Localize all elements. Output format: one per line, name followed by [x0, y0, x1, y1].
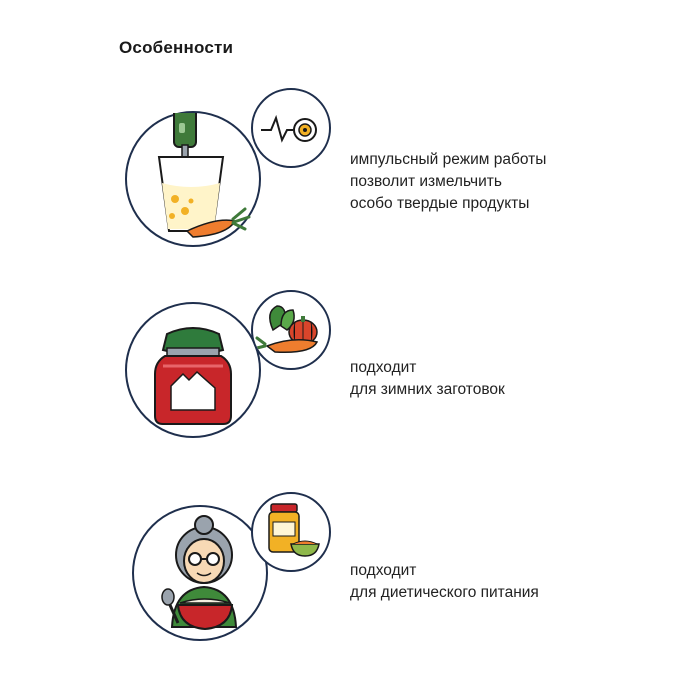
feature-line: для диетического питания — [350, 584, 539, 601]
feature-line: позволит измельчить — [350, 173, 502, 190]
feature-badge-circle — [251, 88, 331, 168]
feature-description: подходит для диетического питания — [350, 560, 539, 604]
feature-pulse-mode: импульсный режим работы позволит измельч… — [0, 0, 700, 247]
feature-illustration-circle — [125, 111, 261, 247]
feature-illustration-circle — [125, 302, 261, 438]
page-title: Особенности — [119, 38, 234, 57]
preserve-jar-icon — [154, 327, 232, 425]
feature-description: импульсный режим работы позволит измельч… — [350, 149, 546, 215]
grandmother-bowl-icon — [161, 515, 238, 631]
feature-line: импульсный режим работы — [350, 151, 547, 168]
feature-diet-nutrition: подходит для диетического питания — [0, 0, 700, 641]
feature-badge-circle — [251, 492, 331, 572]
feature-line: подходит — [350, 562, 417, 579]
hand-blender-carrot-icon — [157, 113, 251, 238]
pulse-target-icon — [261, 114, 317, 143]
baby-food-jar-icon — [268, 503, 320, 557]
feature-line: особо твердые продукты — [350, 195, 530, 212]
feature-badge-circle — [251, 290, 331, 370]
feature-winter-preserves: подходит для зимних заготовок — [0, 0, 700, 438]
feature-line: для зимних заготовок — [350, 381, 505, 398]
feature-line: подходит — [350, 359, 417, 376]
vegetables-icon — [255, 305, 319, 354]
feature-description: подходит для зимних заготовок — [350, 357, 505, 401]
feature-illustration-circle — [132, 505, 268, 641]
